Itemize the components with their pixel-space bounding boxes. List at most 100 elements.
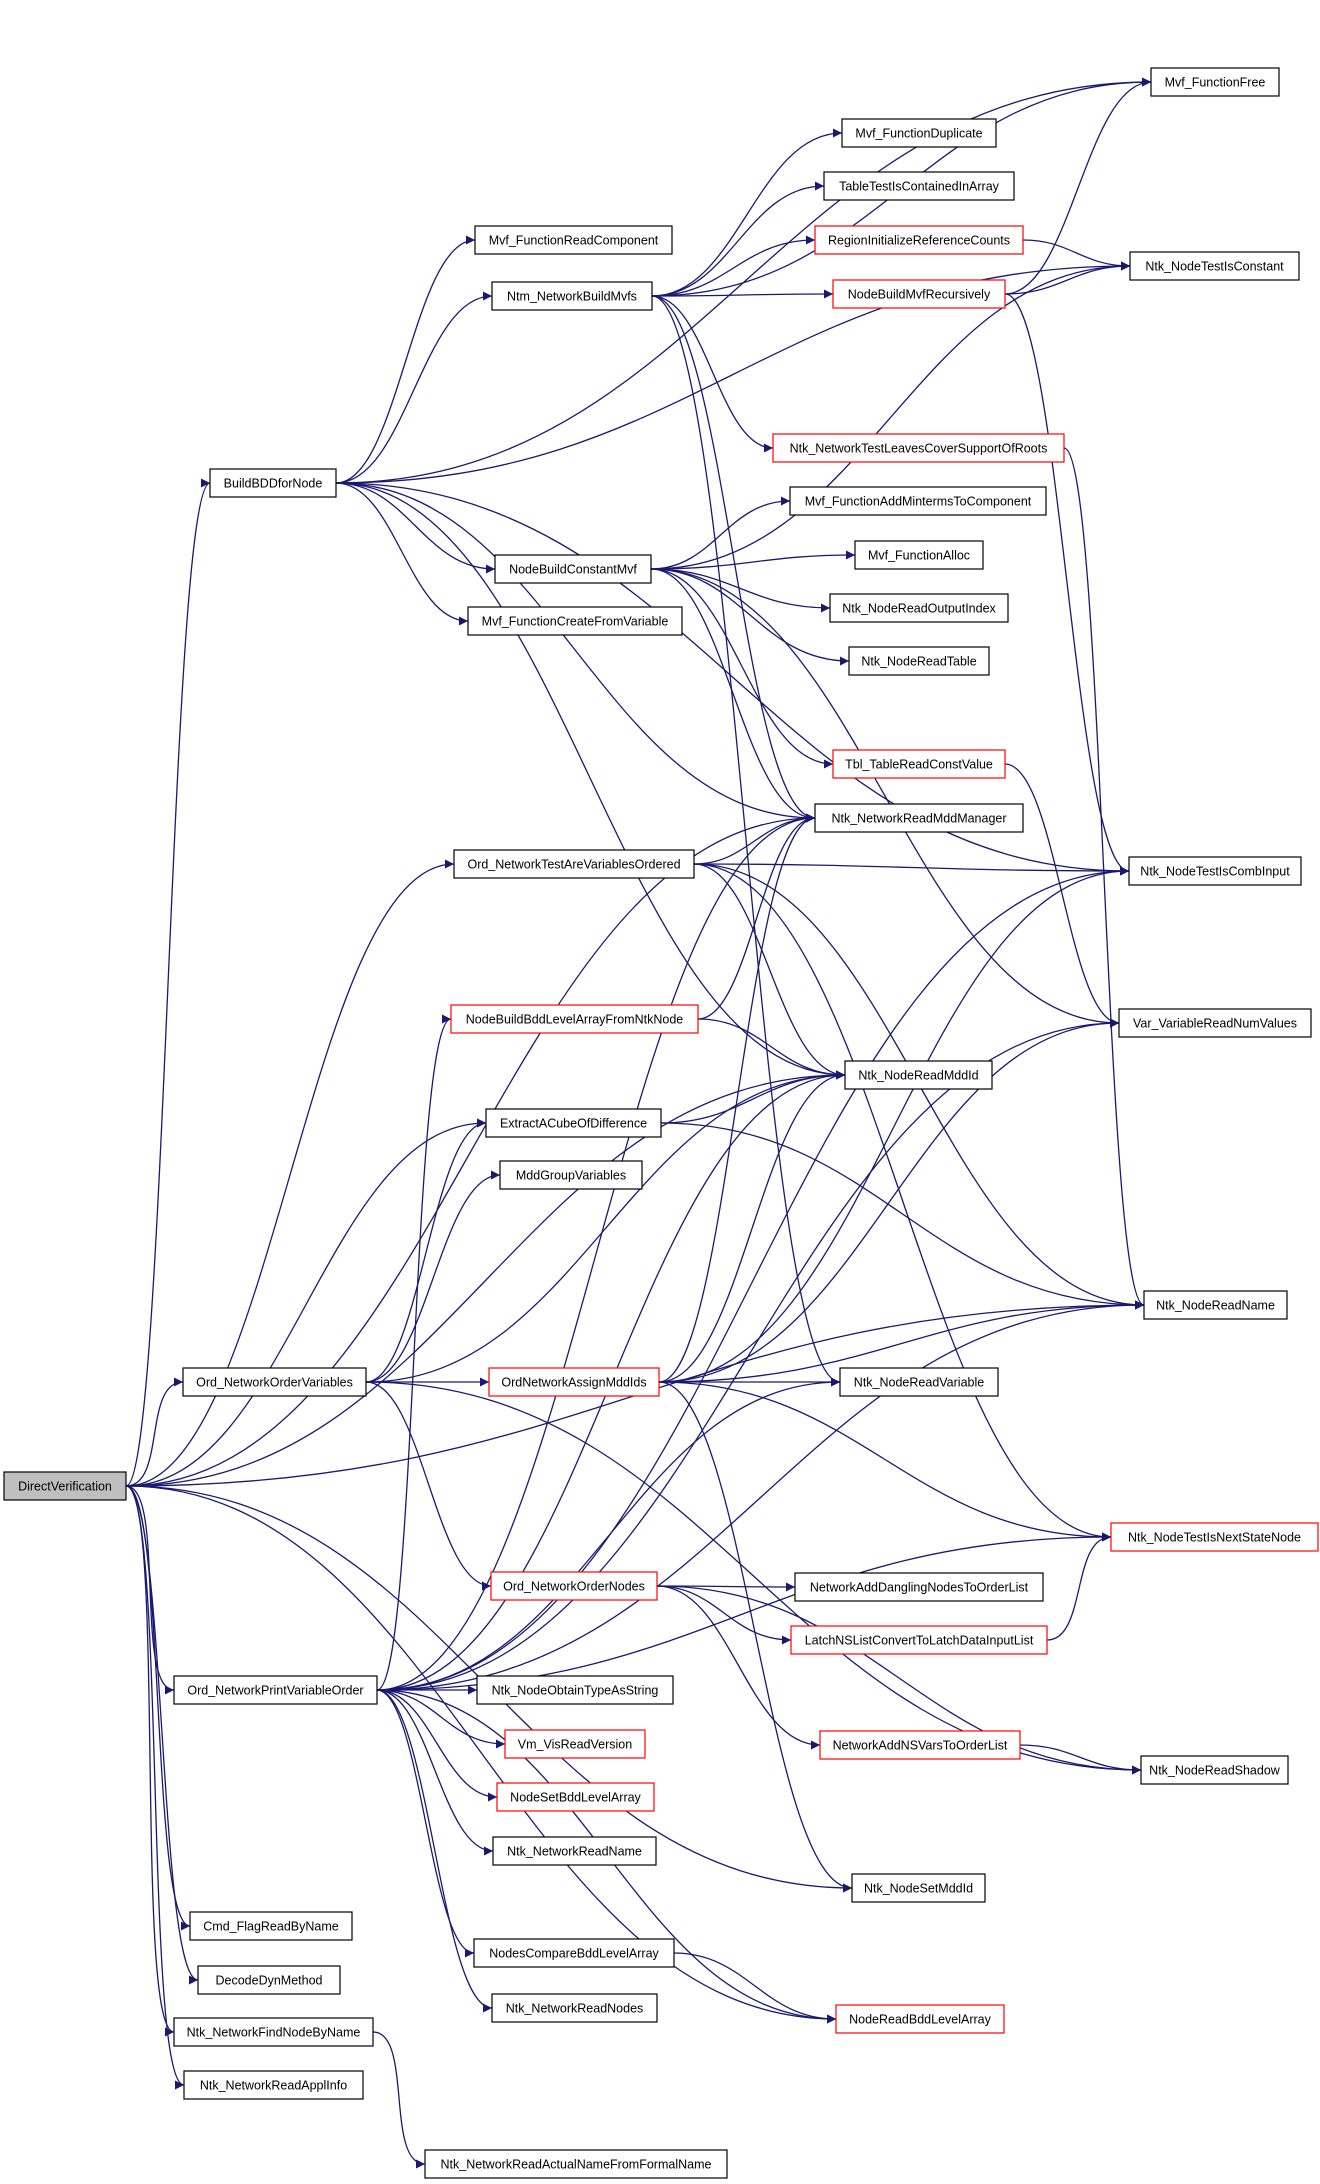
node-label: Ntk_NetworkTestLeavesCoverSupportOfRoots (790, 442, 1048, 456)
edge-node-build-bdd-level-array-from-ntk-node-to-ntk-network-read-mdd-manager (697, 813, 816, 1020)
edge-build-bddfor-node-to-ntk-node-test-is-constant (335, 261, 1131, 484)
node-label: Ord_NetworkTestAreVariablesOrdered (467, 858, 680, 872)
node-node-read-bdd-level-array[interactable]: NodeReadBddLevelArray (835, 2004, 1005, 2034)
node-box (197, 1965, 341, 1995)
node-box (841, 118, 997, 148)
node-latch-nslist-convert-to-latch-data-input-list[interactable]: LatchNSListConvertToLatchDataInputList (790, 1625, 1048, 1655)
node-box (485, 1108, 662, 1138)
node-box (1118, 1008, 1312, 1038)
node-network-add-nsvars-to-order-list[interactable]: NetworkAddNSVarsToOrderList (819, 1730, 1021, 1760)
node-box (832, 279, 1006, 309)
node-node-set-bdd-level-array[interactable]: NodeSetBddLevelArray (496, 1782, 655, 1812)
node-ntk-node-obtain-type-as-string[interactable]: Ntk_NodeObtainTypeAsString (476, 1675, 674, 1705)
node-ntk-node-read-shadow[interactable]: Ntk_NodeReadShadow (1140, 1755, 1289, 1785)
edge-region-initialize-reference-counts-to-ntk-node-test-is-constant (1022, 239, 1131, 271)
edge-build-bddfor-node-to-ntm-network-build-mvfs (335, 291, 493, 484)
node-ntk-node-read-variable[interactable]: Ntk_NodeReadVariable (839, 1367, 999, 1397)
node-label: Tbl_TableReadConstValue (845, 758, 993, 772)
node-ntm-network-build-mvfs[interactable]: Ntm_NetworkBuildMvfs (491, 281, 653, 311)
node-tbl-table-read-const-value[interactable]: Tbl_TableReadConstValue (832, 749, 1006, 779)
node-ntk-node-read-mdd-id[interactable]: Ntk_NodeReadMddId (844, 1060, 993, 1090)
node-ntk-network-read-name[interactable]: Ntk_NetworkReadName (492, 1836, 657, 1866)
node-ord-network-order-variables[interactable]: Ord_NetworkOrderVariables (182, 1367, 367, 1397)
node-ntk-node-read-name[interactable]: Ntk_NodeReadName (1143, 1290, 1288, 1320)
edge-ord-network-assign-mdd-ids-to-ntk-node-read-mdd-id (658, 1070, 846, 1383)
edge-ord-network-order-nodes-to-network-add-nsvars-to-order-list (656, 1585, 821, 1750)
node-ntk-node-test-is-comb-input[interactable]: Ntk_NodeTestIsCombInput (1128, 856, 1302, 886)
edge-node-build-constant-mvf-to-mvf-function-alloc (650, 550, 856, 570)
node-ntk-network-read-appl-info[interactable]: Ntk_NetworkReadApplInfo (183, 2070, 364, 2100)
node-mvf-function-free[interactable]: Mvf_FunctionFree (1150, 67, 1280, 97)
node-decode-dyn-method[interactable]: DecodeDynMethod (197, 1965, 341, 1995)
edge-ord-network-assign-mdd-ids-to-var-variable-read-num-values (658, 1018, 1120, 1383)
node-cmd-flag-read-by-name[interactable]: Cmd_FlagReadByName (189, 1911, 353, 1941)
edge-latch-nslist-convert-to-latch-data-input-list-to-ntk-node-test-is-next-state-node (1046, 1532, 1112, 1641)
node-ntk-network-read-mdd-manager[interactable]: Ntk_NetworkReadMddManager (814, 803, 1024, 833)
node-mvf-function-duplicate[interactable]: Mvf_FunctionDuplicate (841, 118, 997, 148)
node-ntk-network-find-node-by-name[interactable]: Ntk_NetworkFindNodeByName (173, 2017, 374, 2047)
node-ntk-node-read-output-index[interactable]: Ntk_NodeReadOutputIndex (829, 593, 1009, 623)
node-table-test-is-contained-in-array[interactable]: TableTestIsContainedInArray (823, 171, 1015, 201)
node-label: Vm_VisReadVersion (518, 1738, 632, 1752)
node-label: Ntk_NodeReadVariable (854, 1376, 984, 1390)
node-ntk-network-test-leaves-cover-support-of-roots[interactable]: Ntk_NetworkTestLeavesCoverSupportOfRoots (772, 433, 1065, 463)
node-label: ExtractACubeOfDifference (500, 1117, 647, 1131)
node-node-build-constant-mvf[interactable]: NodeBuildConstantMvf (494, 554, 652, 584)
node-box (851, 1873, 986, 1903)
node-mvf-function-add-minterms-to-component[interactable]: Mvf_FunctionAddMintermsToComponent (789, 486, 1047, 516)
node-label: Mvf_FunctionAddMintermsToComponent (805, 495, 1032, 509)
node-node-build-mvf-recursively[interactable]: NodeBuildMvfRecursively (832, 279, 1006, 309)
edge-ord-network-print-variable-order-to-nodes-compare-bdd-level-array (376, 1689, 475, 1958)
node-ord-network-order-nodes[interactable]: Ord_NetworkOrderNodes (490, 1571, 658, 1601)
node-ntk-node-test-is-next-state-node[interactable]: Ntk_NodeTestIsNextStateNode (1110, 1522, 1319, 1552)
node-box (835, 2004, 1005, 2034)
edge-network-add-nsvars-to-order-list-to-ntk-node-read-shadow (1019, 1744, 1142, 1775)
node-mvf-function-create-from-variable[interactable]: Mvf_FunctionCreateFromVariable (467, 606, 683, 636)
node-ord-network-print-variable-order[interactable]: Ord_NetworkPrintVariableOrder (173, 1675, 378, 1705)
node-box (491, 281, 653, 311)
node-mvf-function-read-component[interactable]: Mvf_FunctionReadComponent (474, 225, 673, 255)
edge-ntm-network-build-mvfs-to-ntk-network-test-leaves-cover-support-of-roots (651, 295, 774, 453)
node-ntk-network-read-nodes[interactable]: Ntk_NetworkReadNodes (491, 1993, 658, 2023)
node-var-variable-read-num-values[interactable]: Var_VariableReadNumValues (1118, 1008, 1312, 1038)
node-label: OrdNetworkAssignMddIds (501, 1376, 646, 1390)
node-region-initialize-reference-counts[interactable]: RegionInitializeReferenceCounts (814, 225, 1024, 255)
node-network-add-dangling-nodes-to-order-list[interactable]: NetworkAddDanglingNodesToOrderList (794, 1572, 1044, 1602)
node-build-bddfor-node[interactable]: BuildBDDforNode (209, 468, 337, 498)
node-nodes-compare-bdd-level-array[interactable]: NodesCompareBddLevelArray (473, 1938, 675, 1968)
node-label: Ntk_NodeReadMddId (858, 1069, 978, 1083)
node-box (794, 1572, 1044, 1602)
node-box (1143, 1290, 1288, 1320)
node-direct-verification[interactable]: DirectVerification (3, 1471, 127, 1501)
node-box (499, 1160, 643, 1190)
node-ord-network-assign-mdd-ids[interactable]: OrdNetworkAssignMddIds (488, 1367, 660, 1397)
node-extract-acube-of-difference[interactable]: ExtractACubeOfDifference (485, 1108, 662, 1138)
edge-ntk-network-find-node-by-name-to-ntk-network-read-actual-name-from-formal-name (372, 2031, 426, 2169)
node-mvf-function-alloc[interactable]: Mvf_FunctionAlloc (854, 540, 984, 570)
node-label: NodeBuildConstantMvf (509, 563, 637, 577)
edge-ord-network-print-variable-order-to-ntk-node-test-is-next-state-node (376, 1532, 1112, 1691)
node-box (492, 1836, 657, 1866)
node-label: BuildBDDforNode (224, 477, 323, 491)
node-box (823, 171, 1015, 201)
edge-ord-network-order-variables-to-extract-acube-of-difference (365, 1118, 487, 1383)
edge-ntk-network-test-leaves-cover-support-of-roots-to-ntk-node-read-name (1063, 447, 1145, 1310)
node-box (490, 1571, 658, 1601)
node-ntk-node-test-is-constant[interactable]: Ntk_NodeTestIsConstant (1129, 251, 1300, 281)
node-ntk-node-set-mdd-id[interactable]: Ntk_NodeSetMddId (851, 1873, 986, 1903)
node-mdd-group-variables[interactable]: MddGroupVariables (499, 1160, 643, 1190)
node-ord-network-test-are-variables-ordered[interactable]: Ord_NetworkTestAreVariablesOrdered (453, 849, 695, 879)
node-vm-vis-read-version[interactable]: Vm_VisReadVersion (504, 1729, 646, 1759)
node-node-build-bdd-level-array-from-ntk-node[interactable]: NodeBuildBddLevelArrayFromNtkNode (450, 1004, 699, 1034)
node-label: DirectVerification (18, 1480, 112, 1494)
node-label: Ntk_NetworkReadName (507, 1845, 642, 1859)
edge-ord-network-order-variables-to-ord-network-order-nodes (365, 1381, 492, 1591)
node-ntk-node-read-table[interactable]: Ntk_NodeReadTable (848, 646, 990, 676)
edge-direct-verification-to-decode-dyn-method (125, 1485, 199, 1985)
edge-ord-network-assign-mdd-ids-to-ntk-network-read-mdd-manager (658, 813, 816, 1383)
node-label: Mvf_FunctionFree (1165, 76, 1266, 90)
node-box (496, 1782, 655, 1812)
node-box (173, 2017, 374, 2047)
edge-build-bddfor-node-to-ntk-node-read-mdd-id (335, 482, 846, 1080)
node-ntk-network-read-actual-name-from-formal-name[interactable]: Ntk_NetworkReadActualNameFromFormalName (424, 2149, 728, 2179)
